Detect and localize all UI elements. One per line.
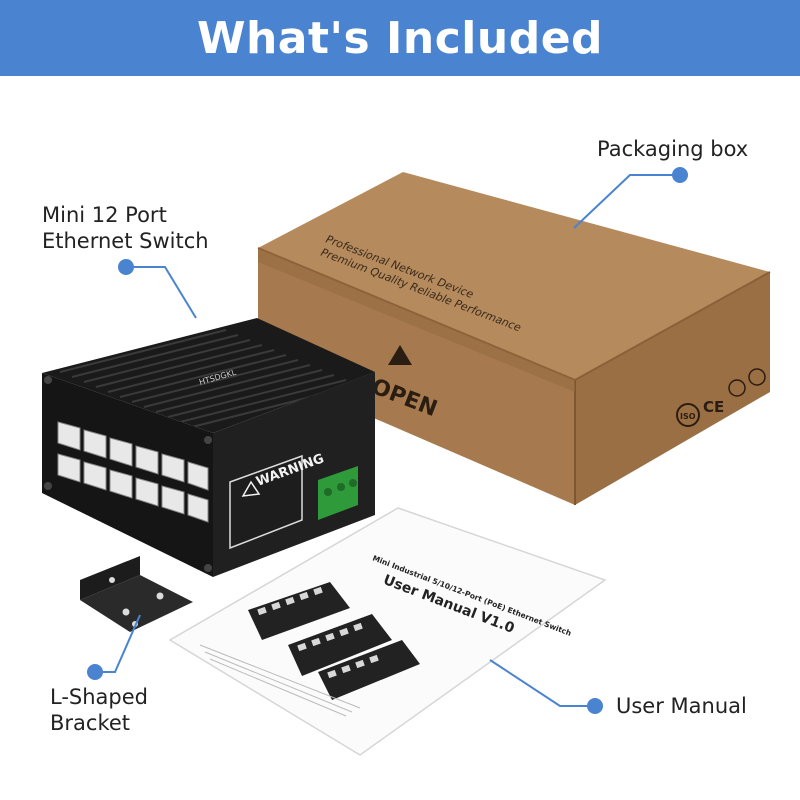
l-shaped-bracket (80, 556, 193, 632)
user-manual: Mini Industrial 5/10/12-Port (PoE) Ether… (168, 507, 607, 756)
power-terminal (318, 466, 358, 520)
svg-text:ISO: ISO (680, 412, 696, 421)
label-ethernet-switch: Mini 12 Port Ethernet Switch (42, 202, 209, 254)
dot-box (672, 167, 688, 183)
ethernet-ports (57, 421, 209, 523)
page-title: What's Included (196, 12, 604, 64)
label-switch-line1: Mini 12 Port (42, 203, 167, 227)
dot-manual (587, 698, 603, 714)
cert-mark-icon (728, 379, 746, 397)
iso-mark-icon (676, 403, 700, 427)
label-packaging-box: Packaging box (597, 137, 749, 161)
ul-mark-icon (748, 368, 766, 386)
warning-label (229, 454, 303, 550)
label-user-manual: User Manual (616, 694, 747, 718)
leader-switch (126, 266, 197, 319)
label-bracket: L-Shaped Bracket (50, 684, 148, 736)
packaging-box: Professional Network Device Premium Qual… (257, 172, 771, 505)
warning-triangle-icon (241, 480, 261, 497)
label-bracket-line2: Bracket (50, 711, 131, 735)
dot-bracket (87, 664, 103, 680)
leader-manual (489, 659, 595, 707)
ce-mark-icon: CE (703, 398, 724, 416)
header-banner: What's Included (0, 0, 800, 76)
label-bracket-line1: L-Shaped (50, 685, 148, 709)
dot-switch (118, 259, 134, 275)
label-switch-line2: Ethernet Switch (42, 229, 209, 253)
leader-box (573, 174, 680, 229)
ethernet-switch: HTSDGKL WARNING (42, 318, 375, 577)
